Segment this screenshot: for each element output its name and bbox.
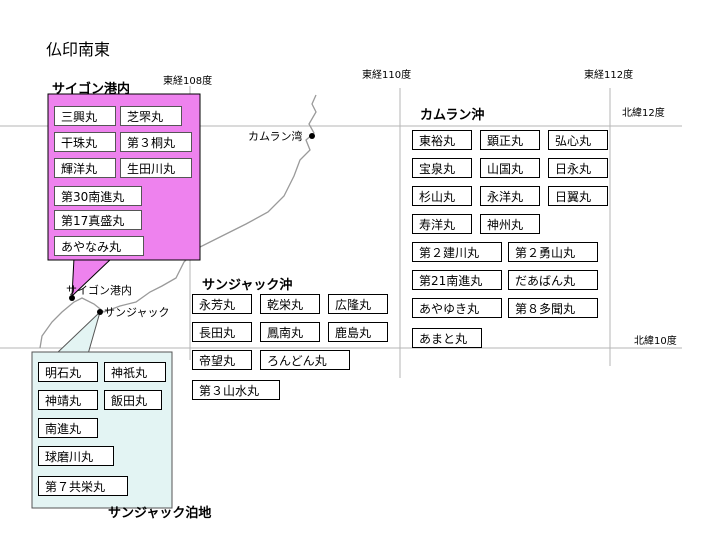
ship-label: あやゆき丸 xyxy=(412,298,502,318)
parallel-label-10: 北緯10度 xyxy=(634,336,677,347)
ship-label: 神州丸 xyxy=(480,214,540,234)
ship-label: 輝洋丸 xyxy=(54,158,116,178)
ship-label: 第21南進丸 xyxy=(412,270,502,290)
ship-label: 鳳南丸 xyxy=(260,322,320,342)
ship-label: 日翼丸 xyxy=(548,186,608,206)
saigon-region-title: サイゴン港内 xyxy=(52,82,131,97)
ship-label: 日永丸 xyxy=(548,158,608,178)
ship-label: 神祇丸 xyxy=(104,362,166,382)
page-title: 仏印南東 xyxy=(46,40,111,59)
ship-label: 球磨川丸 xyxy=(38,446,114,466)
ship-label: 三興丸 xyxy=(54,106,116,126)
ship-label: 芝罘丸 xyxy=(120,106,182,126)
stjacques-offshore-title: サンジャック沖 xyxy=(202,278,293,293)
stjacques-marker xyxy=(97,309,103,315)
ship-label: 第17真盛丸 xyxy=(54,210,142,230)
ship-label: 寿洋丸 xyxy=(412,214,472,234)
ship-label: 鹿島丸 xyxy=(328,322,388,342)
ship-label: あまと丸 xyxy=(412,328,482,348)
ship-label: 第３桐丸 xyxy=(120,132,192,152)
stjacques-label: サンジャック xyxy=(104,306,170,319)
ship-label: 第８多聞丸 xyxy=(508,298,598,318)
ship-label: 広隆丸 xyxy=(328,294,388,314)
camranh-bay-label: カムラン湾 xyxy=(248,130,303,143)
ship-label: 帝望丸 xyxy=(192,350,252,370)
ship-label: 干珠丸 xyxy=(54,132,116,152)
ship-label: あやなみ丸 xyxy=(54,236,144,256)
ship-label: 第７共栄丸 xyxy=(38,476,128,496)
ship-label: 第30南進丸 xyxy=(54,186,142,206)
ship-label: 第２勇山丸 xyxy=(508,242,598,262)
meridian-label-108: 東経108度 xyxy=(163,76,213,87)
ship-label: 生田川丸 xyxy=(120,158,192,178)
ship-label: 山国丸 xyxy=(480,158,540,178)
camranh-bay-marker xyxy=(309,133,315,139)
ship-label: 東裕丸 xyxy=(412,130,472,150)
ship-label: 顕正丸 xyxy=(480,130,540,150)
ship-label: 永芳丸 xyxy=(192,294,252,314)
ship-label: 宝泉丸 xyxy=(412,158,472,178)
meridian-label-112: 東経112度 xyxy=(584,70,634,81)
ship-label: 南進丸 xyxy=(38,418,98,438)
ship-label: だあばん丸 xyxy=(508,270,598,290)
saigon-port-marker xyxy=(69,295,75,301)
stjacques-anchorage-title: サンジャック泊地 xyxy=(108,506,212,521)
ship-label: 弘心丸 xyxy=(548,130,608,150)
parallel-label-12: 北緯12度 xyxy=(622,108,665,119)
ship-label: 杉山丸 xyxy=(412,186,472,206)
meridian-label-110: 東経110度 xyxy=(362,70,412,81)
ship-label: 乾栄丸 xyxy=(260,294,320,314)
ship-label: 永洋丸 xyxy=(480,186,540,206)
ship-label: 長田丸 xyxy=(192,322,252,342)
ship-label: 第２建川丸 xyxy=(412,242,502,262)
ship-label: 第３山水丸 xyxy=(192,380,280,400)
ship-label: 飯田丸 xyxy=(104,390,162,410)
ship-label: 明石丸 xyxy=(38,362,98,382)
saigon-port-label: サイゴン港内 xyxy=(66,284,132,297)
camranh-region-title: カムラン沖 xyxy=(420,108,485,123)
ship-label: 神靖丸 xyxy=(38,390,98,410)
ship-label: ろんどん丸 xyxy=(260,350,350,370)
